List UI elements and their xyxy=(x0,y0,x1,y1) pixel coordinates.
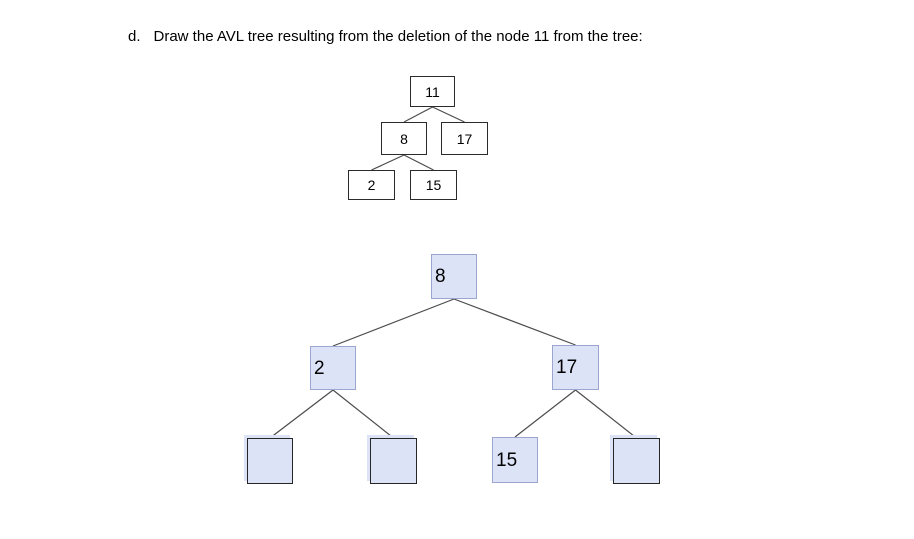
tree-node-8: 8 xyxy=(381,122,427,155)
tree-node-11: 11 xyxy=(410,76,455,107)
tree-edge xyxy=(269,389,334,439)
tree-edge xyxy=(371,154,405,171)
tree-node-8: 8 xyxy=(431,254,477,299)
tree-node-empty xyxy=(370,438,417,484)
tree-edge xyxy=(332,298,455,347)
tree-edge xyxy=(432,106,465,123)
tree-node-2: 2 xyxy=(348,170,395,200)
tree-node-empty xyxy=(613,438,660,484)
tree-edge xyxy=(514,389,576,438)
tree-edge xyxy=(332,389,394,439)
tree-node-15: 15 xyxy=(492,437,538,483)
tree-node-17: 17 xyxy=(441,122,488,155)
question-text: Draw the AVL tree resulting from the del… xyxy=(153,28,643,45)
tree-node-2: 2 xyxy=(310,346,356,390)
tree-edge xyxy=(575,389,637,439)
tree-edge xyxy=(403,154,434,171)
tree-node-15: 15 xyxy=(410,170,457,200)
question-label: d. xyxy=(128,28,141,45)
tree-edge xyxy=(453,298,576,346)
tree-edge xyxy=(403,106,433,123)
tree-node-empty xyxy=(247,438,293,484)
tree-node-17: 17 xyxy=(552,345,599,390)
question-line: d. Draw the AVL tree resulting from the … xyxy=(128,28,643,45)
